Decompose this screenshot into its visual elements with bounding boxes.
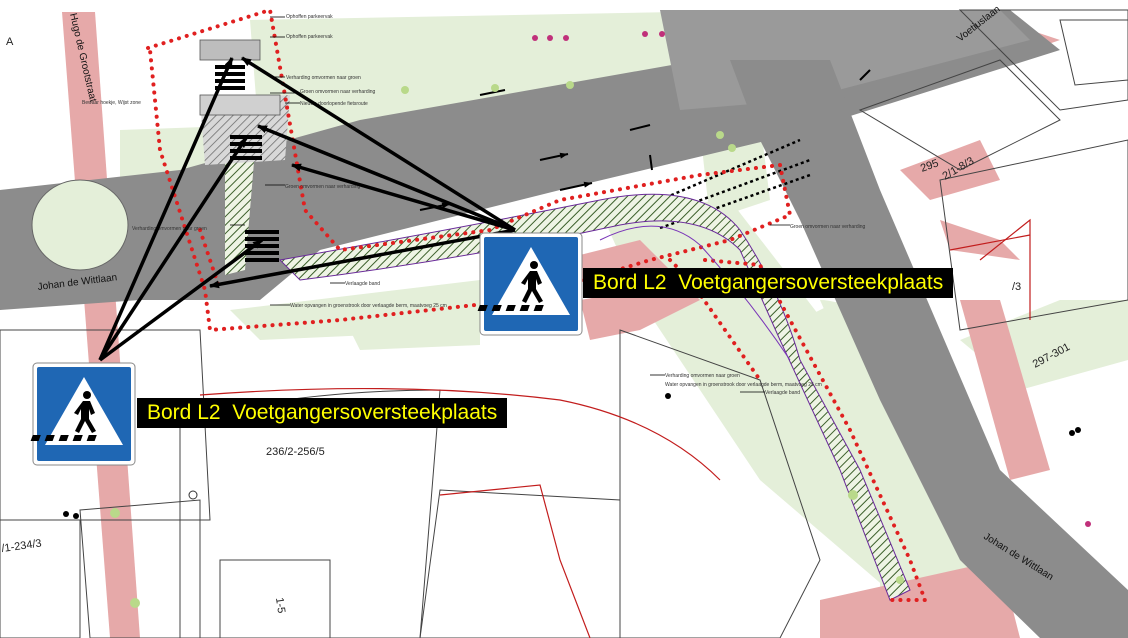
note-10: Groen omvormen naar verharding xyxy=(790,224,866,230)
note-14: Bewaar hoekje, Wijst zone xyxy=(82,100,141,106)
purple-outline xyxy=(599,225,791,361)
parcel-label-295: 295 xyxy=(919,157,940,175)
note-6: Groen omvormen naar verharding xyxy=(285,184,361,190)
note-3: Verharding omvormen naar groen xyxy=(286,75,361,81)
parcel-label-1-5: 1-5 xyxy=(273,597,287,614)
point-markers xyxy=(63,393,1081,519)
trees xyxy=(110,81,904,608)
project-boundary-dotted xyxy=(146,7,928,602)
roundabout-island xyxy=(31,179,129,271)
flower-marks xyxy=(532,31,1091,527)
parking-bay xyxy=(199,39,261,61)
boundary-lines-red xyxy=(199,218,1031,638)
pointer-arrows xyxy=(98,56,516,362)
manhole-marker xyxy=(188,490,198,500)
parcel-label-236-2-256-5: 236/2-256/5 xyxy=(266,446,325,458)
pedestrian-crossing-icon xyxy=(30,377,123,445)
sign-l2-right xyxy=(477,232,583,336)
note-9: Water opvangen in groenstrook door verla… xyxy=(290,303,447,309)
parcel-label-a: A xyxy=(6,36,14,48)
arrow-right-to-crossing-bottom xyxy=(209,228,516,289)
note-4: Groen omvormen naar verharding xyxy=(300,89,376,95)
note-2: Ophoffen parkeervak xyxy=(286,34,333,40)
pedestrian-crossing-icon xyxy=(477,247,570,315)
sign-label-left: Bord L2 Voetgangersoversteekplaats xyxy=(137,398,508,428)
arrow-right-to-crossing-top xyxy=(241,56,516,232)
arrow-right-to-crossing-lower xyxy=(291,163,516,232)
sign-label-right: Bord L2 Voetgangersoversteekplaats xyxy=(583,268,954,298)
note-5: Nieuwe doorlopende fietsroute xyxy=(300,101,368,107)
hatched-green-strip-left xyxy=(225,150,255,275)
parcel-label-3: /3 xyxy=(1012,281,1021,293)
note-11: Verharding omvormen naar groen xyxy=(665,373,740,379)
note-7: Verharding omvormen naar groen xyxy=(132,226,207,232)
raised-area xyxy=(199,94,281,116)
note-12: Water opvangen in groenstrook door verla… xyxy=(665,382,822,388)
note-1: Ophoffen parkeervak xyxy=(286,14,333,20)
arrow-left-to-crossing-middle xyxy=(98,137,248,361)
arrow-left-to-crossing-top xyxy=(98,57,234,361)
roads xyxy=(0,10,1128,638)
parcel-label-1-234-3: /1-234/3 xyxy=(1,537,43,555)
sign-l2-left xyxy=(30,362,136,466)
note-13: Verlaagde band xyxy=(765,390,800,396)
arrow-left-to-crossing-bottom xyxy=(98,238,264,362)
note-8: Verlaagde band xyxy=(345,281,380,287)
arrow-right-to-crossing-middle xyxy=(257,124,516,232)
